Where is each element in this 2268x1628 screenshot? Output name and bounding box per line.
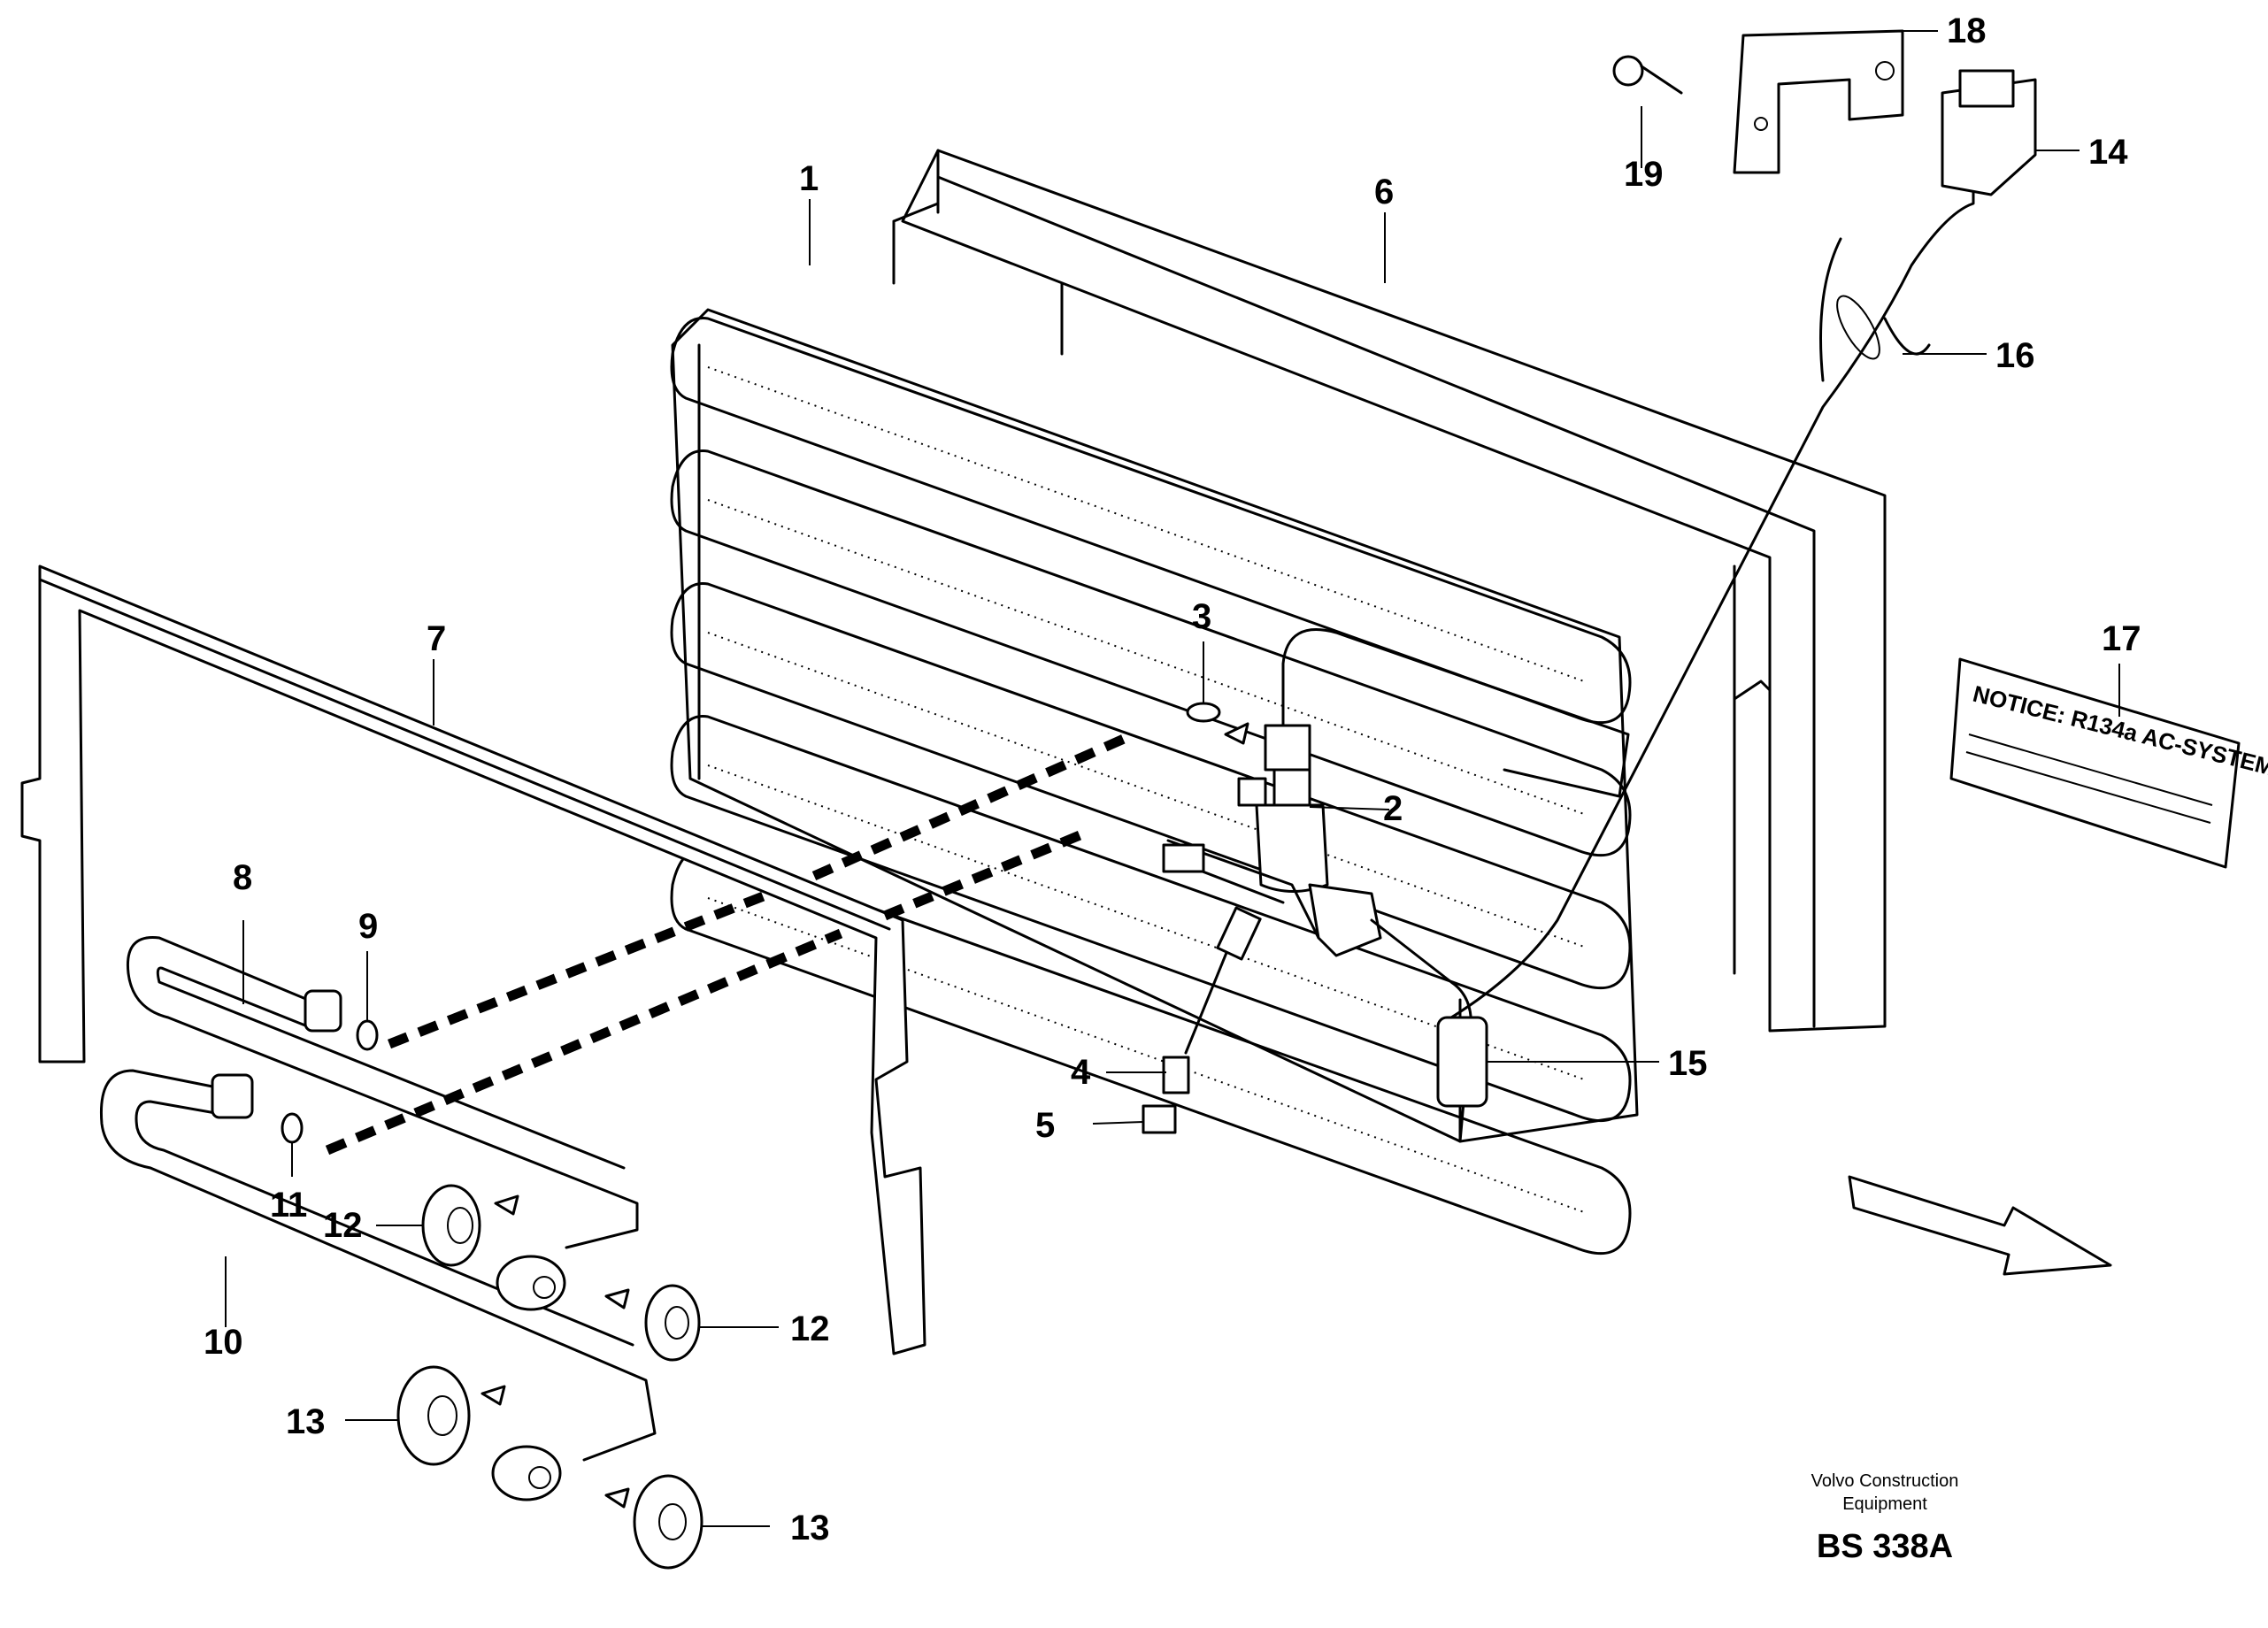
o-ring-3: [1186, 702, 1221, 723]
callout-8: 8: [233, 858, 252, 897]
callout-13b: 13: [790, 1509, 830, 1547]
expansion-valve: [1162, 628, 1630, 1143]
o-ring-9: [356, 1019, 379, 1051]
callout-12a: 12: [323, 1206, 363, 1245]
seal-washer-13a: [396, 1365, 471, 1466]
marker-triangle: [1224, 722, 1249, 745]
marker-triangle: [494, 1194, 519, 1216]
pipe-flange-upper: [496, 1255, 566, 1311]
pipe-8: [126, 936, 639, 1249]
o-ring-11: [281, 1112, 304, 1144]
callout-2: 2: [1383, 789, 1403, 828]
flow-line-lower: [325, 826, 1091, 1156]
seal-washer-12a: [421, 1184, 481, 1267]
callout-4: 4: [1071, 1053, 1091, 1092]
callout-19: 19: [1624, 155, 1664, 194]
callout-13a: 13: [286, 1402, 326, 1441]
notice-decal: NOTICE: R134a AC-SYSTEM: [1949, 657, 2268, 869]
callout-1: 1: [799, 159, 819, 198]
callout-6: 6: [1374, 173, 1394, 211]
pipe-10: [99, 1069, 657, 1462]
credit-line-1: Volvo Construction: [1811, 1471, 1959, 1491]
coil-row: [670, 449, 1632, 857]
callout-17: 17: [2102, 619, 2141, 658]
thermostat-sensor: [1436, 184, 1975, 1108]
callout-7: 7: [427, 619, 446, 658]
relay-unit: [1941, 69, 2037, 196]
marker-triangle: [604, 1288, 630, 1309]
marker-triangle: [481, 1385, 506, 1406]
leader-lines: [225, 30, 2120, 1527]
callout-16: 16: [1995, 336, 2035, 375]
callout-5: 5: [1035, 1106, 1055, 1145]
drawing-code: BS 338A: [1817, 1528, 1953, 1565]
mounting-frame: [20, 564, 926, 1355]
pipe-flange-lower: [491, 1445, 562, 1501]
callout-9: 9: [358, 907, 378, 946]
flow-line-upper: [387, 733, 1126, 1049]
seal-washer-13b: [633, 1474, 703, 1570]
callout-14: 14: [2088, 133, 2128, 172]
credit-line-2: Equipment: [1842, 1494, 1927, 1514]
housing-cover: [892, 149, 1887, 1033]
callout-18: 18: [1947, 12, 1987, 50]
evaporator-core: [670, 308, 1639, 1256]
marker-triangle: [604, 1487, 630, 1509]
callout-11: 11: [270, 1186, 307, 1225]
callout-12b: 12: [790, 1309, 830, 1348]
callout-15: 15: [1668, 1044, 1708, 1083]
seal-washer-12b: [644, 1284, 701, 1362]
coil-row: [670, 715, 1632, 1123]
service-valve: [1142, 906, 1262, 1134]
coil-row: [670, 848, 1632, 1256]
callout-10: 10: [204, 1323, 243, 1362]
coil-row: [670, 582, 1632, 990]
callout-3: 3: [1192, 597, 1211, 636]
callout-labels: 1 2 3 4 5 6 7 8 9 10 11 12 12 13 13 14 1…: [204, 12, 2141, 1547]
credit-block: Volvo Construction Equipment BS 338A: [1811, 1471, 1959, 1565]
bracket: [1733, 29, 1904, 174]
screw: [1612, 55, 1683, 95]
arrow-right-down-icon: [1848, 1175, 2112, 1276]
